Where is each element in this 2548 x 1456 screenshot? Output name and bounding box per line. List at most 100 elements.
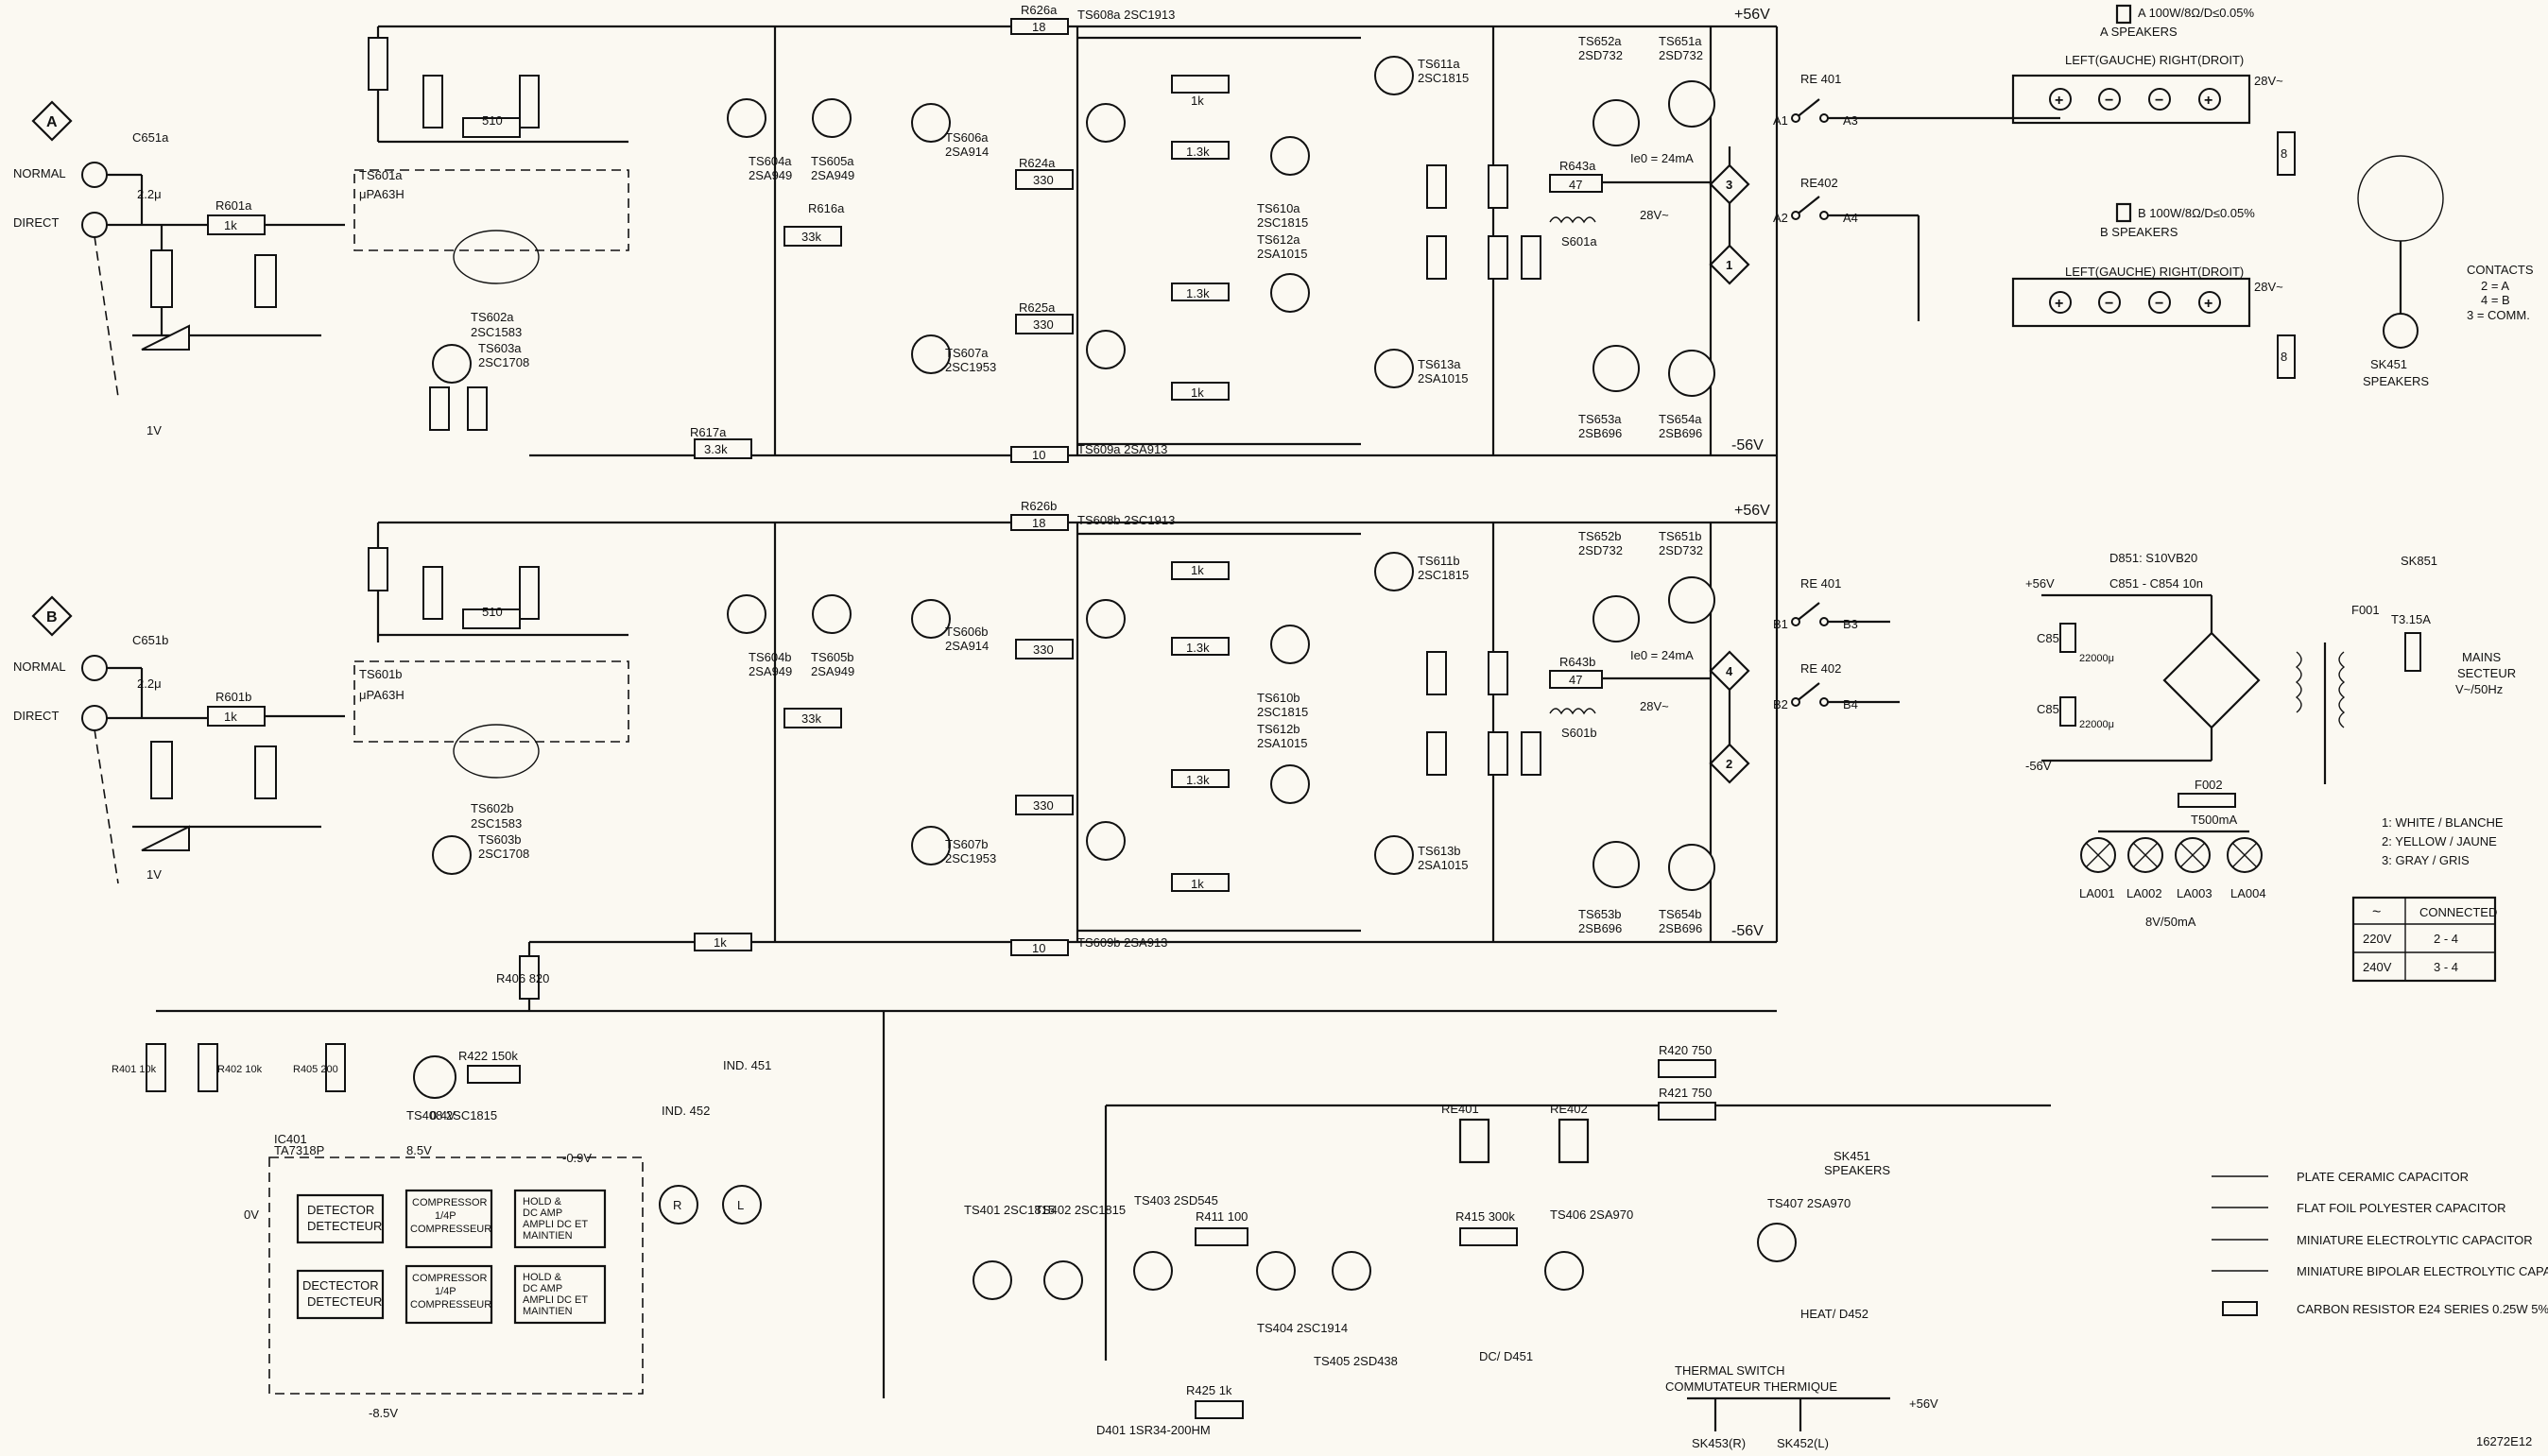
transistor-ts652a: [1592, 99, 1640, 146]
relay-re401-bottom: RE 401: [1800, 576, 1841, 591]
c855-value: 22000μ: [2079, 653, 2114, 664]
s601b-label: S601b: [1561, 726, 1597, 740]
transistor-ts609b: [1086, 821, 1126, 861]
ts607b-type: 2SC1953: [945, 851, 996, 865]
svg-text:+: +: [2055, 93, 2063, 109]
ts654a-text: TS654a: [1659, 412, 1702, 426]
transistor-ts611a: [1374, 56, 1414, 95]
dual-fet-a: [353, 169, 629, 251]
transistor-ts653b: [1592, 841, 1640, 888]
ts403-label: TS403 2SD545: [1134, 1193, 1218, 1208]
thermal-switch-label: THERMAL SWITCH: [1675, 1363, 1785, 1378]
ts601b-label: TS601b: [359, 667, 403, 681]
transistor-ts613a: [1374, 349, 1414, 388]
ts652b-text: TS652b: [1578, 529, 1622, 543]
ts401-label: TS401 2SC1815: [964, 1203, 1055, 1217]
ts604b-label: TS604b: [749, 650, 792, 664]
table-header-connected: CONNECTED: [2419, 905, 2497, 919]
speaker-a-label: A SPEAKERS: [2100, 25, 2178, 39]
node-4: [1709, 650, 1750, 692]
bias-note-b: Ie0 = 24mA: [1630, 648, 1694, 662]
r626a-label: R626a: [1021, 3, 1058, 17]
resistor-r415: [1459, 1227, 1518, 1246]
psu-pos: +56V: [2025, 576, 2055, 591]
thermal-switch-fr: COMMUTATEUR THERMIQUE: [1665, 1379, 1837, 1394]
ts653b-text: TS653b: [1578, 907, 1622, 921]
input-level-b: 1V: [146, 867, 162, 882]
ts602b-pair: [453, 724, 540, 779]
transistor-ts653a: [1592, 345, 1640, 392]
r634b-value: 1.3k: [1186, 773, 1210, 787]
transistor-ts613b: [1374, 835, 1414, 875]
r420-label: R420 750: [1659, 1043, 1712, 1057]
r626b-label: R626b: [1021, 499, 1057, 513]
ts613a-text: TS613a: [1418, 357, 1461, 371]
relay-re401-top: RE 401: [1800, 72, 1841, 86]
normal-jack-b: [81, 655, 108, 681]
bridge-rectifier: [2162, 631, 2261, 729]
svg-text:+: +: [2055, 296, 2063, 312]
ts402-label: TS402 2SC1815: [1035, 1203, 1126, 1217]
transistor-ts408: [413, 1055, 456, 1099]
legend-resistor-icon: [2222, 1301, 2258, 1316]
transistor-ts604b: [727, 594, 766, 634]
ts608a-text: TS608a 2SC1913: [1077, 8, 1175, 22]
resistor-r608a: [462, 117, 521, 138]
r608a-value: 510: [482, 113, 503, 128]
v-neg85: -8.5V: [369, 1406, 398, 1420]
input-normal-a: NORMAL: [13, 166, 66, 180]
compressor-1-sub: 1/4P: [435, 1210, 456, 1222]
protection-circuit: R406 820 R401 10k R402 10k R405 200 TS40…: [112, 942, 1777, 1420]
r625a-label: R625a: [1019, 300, 1056, 315]
c856-label: C856: [2037, 702, 2066, 716]
ts651b-text: TS651b: [1659, 529, 1702, 543]
r643b-value: 47: [1569, 673, 1582, 687]
ts610a-type: 2SC1815: [1257, 215, 1308, 230]
contacts-a: 2 = A: [2481, 279, 2509, 293]
r643b-text: R643b: [1559, 655, 1595, 669]
transistor-ts605b: [812, 594, 852, 634]
contacts-title: CONTACTS: [2467, 263, 2534, 277]
resistor-r422: [467, 1065, 521, 1084]
r401-label: R401 10k: [112, 1064, 157, 1075]
resistor-r607a: [519, 75, 540, 128]
coil-s601b: [1549, 708, 1596, 715]
transistor-ts609a: [1086, 330, 1126, 369]
table-row1-connected: 2 - 4: [2434, 932, 2458, 946]
ic401-outline: [268, 1156, 644, 1395]
detector-1: [296, 1193, 385, 1244]
switch-sk451-dial: [2357, 155, 2444, 242]
muting-supply: +56V: [1909, 1396, 1938, 1411]
r625a-value: 330: [1033, 317, 1054, 332]
compressor-1-label: COMPRESSOR: [412, 1197, 488, 1208]
resistor-r626b: [1010, 514, 1069, 531]
power-supply: D851: S10VB20 C851 - C854 10n +56V -56V …: [2025, 551, 2516, 983]
transistor-ts651b: [1668, 576, 1715, 624]
secteur-label: SECTEUR: [2457, 666, 2516, 680]
meter-r-label: R: [673, 1198, 681, 1212]
relay-a2: A2: [1773, 211, 1788, 225]
resistor-r616a: [783, 226, 842, 247]
r601a-value: 1k: [224, 218, 237, 232]
ts601a-label: TS601a: [359, 168, 403, 182]
relay-b2: B2: [1773, 697, 1788, 711]
ts601a-type: μPA63H: [359, 187, 405, 201]
ts612a-type: 2SA1015: [1257, 247, 1308, 261]
hold-amp-2: [513, 1264, 607, 1325]
hold-1-label: HOLD &: [523, 1196, 562, 1208]
compressor-1: [405, 1189, 493, 1249]
r624a-label: R624a: [1019, 156, 1056, 170]
r631b-value: 1k: [1191, 563, 1204, 577]
legend-bipolar: MINIATURE BIPOLAR ELECTROLYTIC CAPACI: [2297, 1264, 2548, 1278]
compressor-2-sub: 1/4P: [435, 1286, 456, 1297]
hold-2-fr2: MAINTIEN: [523, 1306, 573, 1317]
transistor-ts403: [1133, 1251, 1173, 1291]
r405-label: R405 200: [293, 1064, 338, 1075]
resistor-r611a: [467, 386, 488, 431]
transistor-ts603a: [432, 344, 472, 384]
volume-taper-b: [141, 825, 190, 851]
s601a-label: S601a: [1561, 234, 1597, 248]
ts651a-text: TS651a: [1659, 34, 1702, 48]
hold-2-sub: DC AMP: [523, 1283, 562, 1294]
muting-sk451: SK451: [1834, 1149, 1870, 1163]
